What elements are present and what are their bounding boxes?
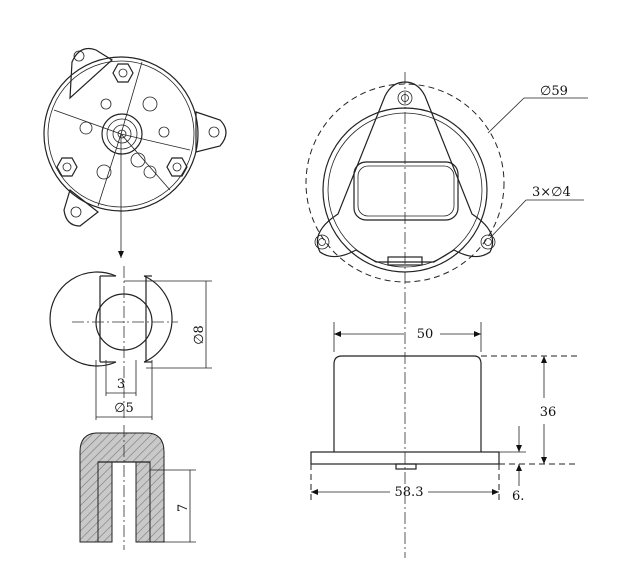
dim-body-diameter: ∅59 <box>540 84 568 99</box>
dim-width-top: 50 <box>417 327 434 342</box>
product-top-view <box>43 47 227 258</box>
front-view <box>305 72 588 558</box>
shaft-longitudinal-section <box>79 425 196 550</box>
dim-flange-width: 58.3 <box>395 485 424 500</box>
dim-flange-thickness: 6. <box>512 489 524 504</box>
dim-shaft-inner: ∅5 <box>114 401 134 416</box>
dim-shaft-flat: 3 <box>117 377 125 392</box>
shaft-section-view <box>49 266 212 420</box>
dim-shaft-depth: 7 <box>176 504 191 512</box>
dim-height: 36 <box>540 405 557 420</box>
dim-holes: 3×∅4 <box>532 185 571 200</box>
dim-shaft-outer: ∅8 <box>192 325 207 345</box>
side-view <box>310 322 578 500</box>
